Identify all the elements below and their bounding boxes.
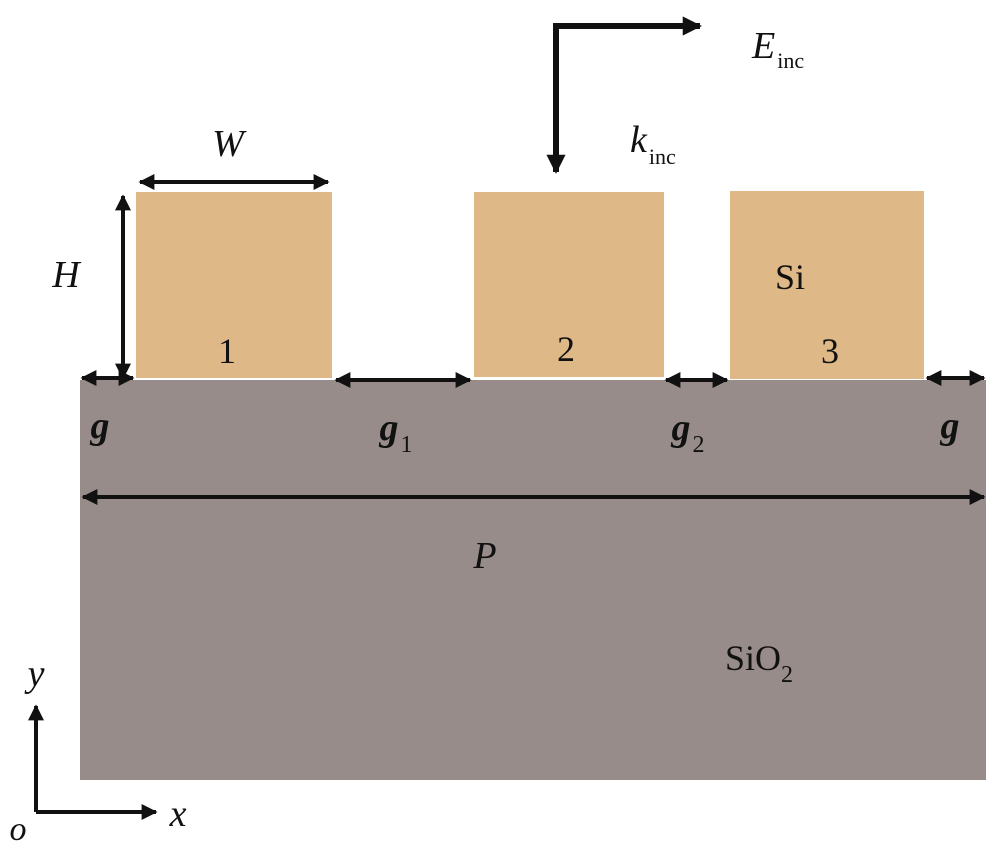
gap-1-subscript: 1 [401,432,413,458]
gap-1-symbol: g [379,407,399,449]
field-label: Einc [751,25,804,73]
si-pillar-1 [136,192,332,378]
pillar-2-label: 2 [557,329,575,369]
si-pillar-2 [474,192,664,377]
wavevector-symbol: k [630,119,648,161]
gap-2-symbol: g [671,407,691,449]
si-pillar-3 [730,191,924,379]
gap-2-subscript: 2 [693,432,705,458]
pillar-3-label: 3 [821,331,839,371]
period-label: P [472,535,496,577]
sio2-substrate [80,380,986,780]
width-label: W [212,123,247,165]
si-material-label: Si [775,257,805,297]
gap-1-label: g1 [379,407,413,458]
height-label: H [51,254,82,296]
field-subscript: inc [777,48,804,73]
incident-field-arrow [553,16,702,172]
pillar-1-label: 1 [218,331,236,371]
sio2-symbol: SiO [725,638,781,678]
gap-right-label: g [940,405,960,447]
field-symbol: E [751,25,775,67]
wavevector-subscript: inc [649,144,676,169]
gap-left-label: g [90,405,110,447]
x-axis-label: x [169,793,187,835]
sio2-subscript: 2 [781,662,793,688]
origin-label: o [10,811,27,848]
wavevector-label: kinc [630,119,676,169]
sio2-material-label: SiO2 [725,638,793,688]
y-axis-label: y [24,653,45,695]
gap-2-label: g2 [671,407,705,458]
